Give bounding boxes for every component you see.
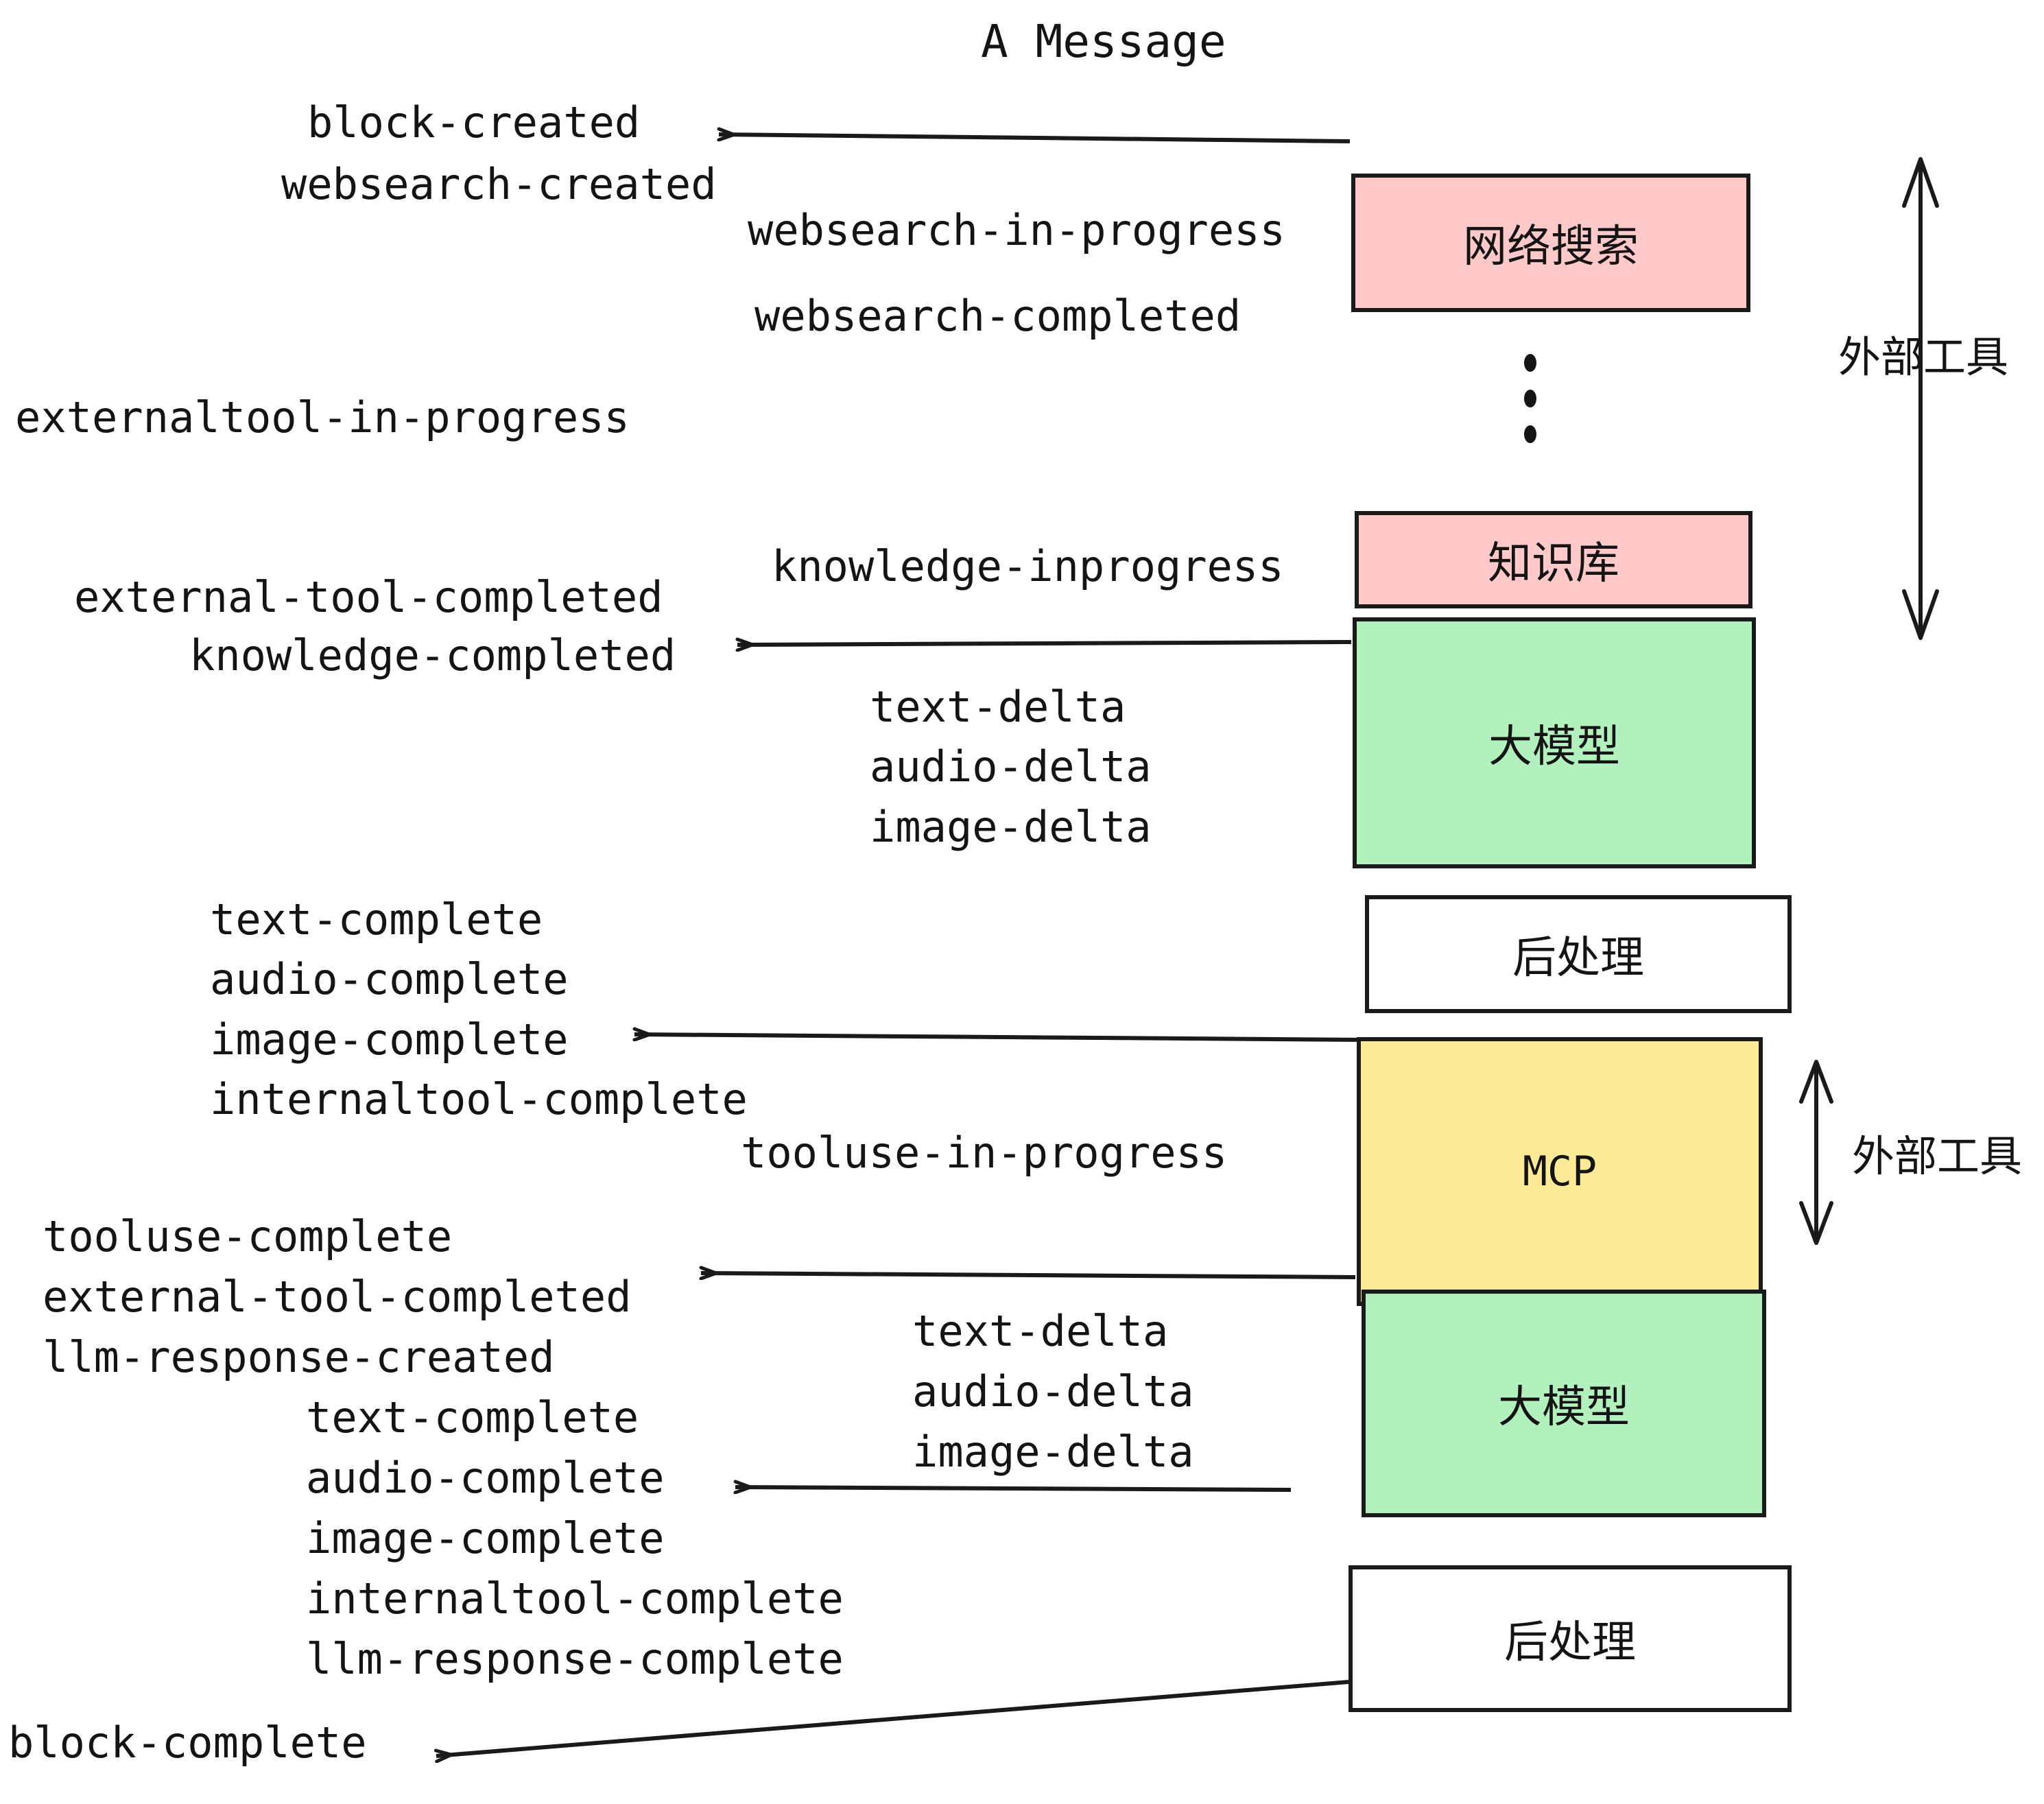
node-postprocess-1[interactable] <box>1365 895 1792 1013</box>
node-postprocess-2[interactable] <box>1348 1565 1792 1712</box>
event-label-llm-response-complete: llm-response-complete <box>306 1634 844 1684</box>
external-tools-range-bottom <box>1799 1060 1833 1245</box>
event-label-external-tool-completed-2: external-tool-completed <box>43 1272 632 1322</box>
node-knowledge[interactable] <box>1355 511 1752 608</box>
event-label-websearch-completed: websearch-completed <box>754 291 1241 341</box>
arrow-postprocess1-to-image-complete <box>634 1034 1369 1042</box>
event-label-external-tool-completed-1: external-tool-completed <box>74 572 663 622</box>
event-label-image-delta-2: image-delta <box>912 1427 1194 1477</box>
event-label-block-created: block-created <box>307 97 641 147</box>
arrow-mcp-to-tooluse-complete <box>701 1273 1356 1277</box>
side-label-external-tools-top: 外部工具 <box>1838 332 2009 382</box>
external-tools-range-top <box>1902 157 1939 640</box>
event-label-text-complete-1: text-complete <box>210 894 543 945</box>
event-label-externaltool-in-progress: externaltool-in-progress <box>15 392 630 442</box>
event-label-text-complete-2: text-complete <box>306 1392 639 1443</box>
event-label-audio-complete-1: audio-complete <box>210 954 569 1004</box>
event-label-llm-response-created: llm-response-created <box>43 1332 555 1382</box>
event-label-text-delta-2: text-delta <box>912 1306 1169 1356</box>
event-label-tooluse-complete: tooluse-complete <box>43 1211 453 1261</box>
ellipsis-dot <box>1524 390 1536 407</box>
arrow-websearch-to-block-created <box>719 134 1351 143</box>
arrow-llm2-to-audio-complete <box>735 1487 1292 1490</box>
diagram-title: A Message <box>981 15 1226 68</box>
ellipsis-dot <box>1524 354 1536 372</box>
event-label-internaltool-complete-2: internaltool-complete <box>306 1574 844 1624</box>
event-label-audio-delta-1: audio-delta <box>870 741 1152 792</box>
arrow-postprocess2-to-block-complete <box>436 1680 1349 1756</box>
event-label-knowledge-inprogress: knowledge-inprogress <box>772 541 1284 591</box>
event-label-knowledge-completed: knowledge-completed <box>189 630 676 680</box>
event-label-audio-complete-2: audio-complete <box>306 1453 665 1503</box>
node-mcp[interactable] <box>1357 1037 1763 1306</box>
event-label-image-delta-1: image-delta <box>870 802 1152 852</box>
event-label-text-delta-1: text-delta <box>870 682 1126 732</box>
node-websearch[interactable] <box>1351 174 1750 312</box>
side-label-external-tools-bottom: 外部工具 <box>1852 1131 2023 1181</box>
event-label-block-complete: block-complete <box>8 1718 367 1768</box>
arrow-knowledge-to-completed <box>737 642 1352 645</box>
event-label-image-complete-1: image-complete <box>210 1014 569 1065</box>
node-llm-2[interactable] <box>1362 1290 1766 1517</box>
event-label-internaltool-complete-1: internaltool-complete <box>210 1074 748 1124</box>
ellipsis-dot <box>1524 425 1536 443</box>
event-label-websearch-created: websearch-created <box>281 159 717 209</box>
event-label-audio-delta-2: audio-delta <box>912 1366 1194 1416</box>
event-label-websearch-in-progress: websearch-in-progress <box>748 205 1285 255</box>
event-label-image-complete-2: image-complete <box>306 1513 665 1563</box>
node-llm-1[interactable] <box>1353 617 1756 868</box>
event-label-tooluse-in-progress: tooluse-in-progress <box>741 1128 1228 1178</box>
